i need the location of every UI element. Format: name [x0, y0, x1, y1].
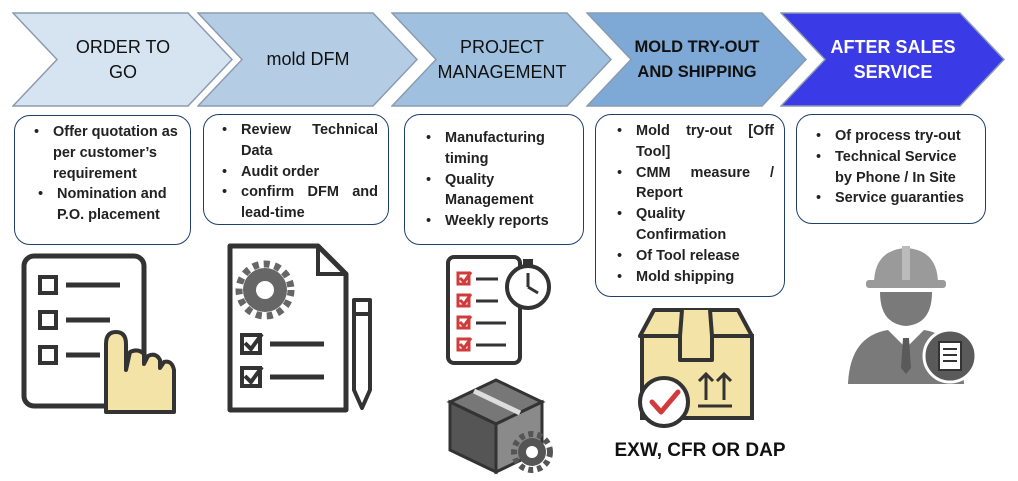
engineer-helmet-icon	[844, 238, 979, 388]
stage-1-chevron: ORDER TO GO	[12, 12, 234, 107]
stage-3-item: Quality Management	[426, 170, 573, 212]
stage-4-title: MOLD TRY-OUT AND SHIPPING	[634, 37, 760, 81]
stage-2-item: Audit order	[222, 162, 378, 183]
chevron-shape	[12, 12, 234, 107]
stage-3-item: Manufacturing timing	[426, 128, 573, 170]
stage-1-list: Offer quotation as per customer’s requir…	[34, 122, 180, 226]
stage-4-item: CMM measure / Report	[617, 163, 774, 205]
stage-1-box: Offer quotation as per customer’s requir…	[14, 115, 191, 245]
stage-5-item: Technical Service by Phone / In Site	[816, 147, 975, 189]
stage-2-box: Review Technical Data Audit order confir…	[203, 114, 389, 225]
stage-4-item: Mold try-out [Off Tool]	[617, 121, 774, 163]
stage-3-item: Weekly reports	[426, 211, 573, 232]
stage-3-list: Manufacturing timing Quality Management …	[426, 128, 573, 232]
checklist-hand-icon	[20, 252, 180, 414]
stage-3-chevron: PROJECT MANAGEMENT	[391, 12, 613, 107]
stage-4-box: Mold try-out [Off Tool] CMM measure / Re…	[595, 114, 785, 297]
stage-1-item: Nomination and P.O. placement	[38, 184, 180, 226]
stage-1-item: Offer quotation as per customer’s requir…	[34, 122, 180, 184]
shipping-box-check-icon	[632, 302, 760, 432]
stage-3-title: PROJECT MANAGEMENT	[437, 36, 567, 82]
stage-2-item: Review Technical Data	[222, 120, 378, 162]
stage-2-title: mold DFM	[266, 49, 350, 69]
stage-5-item: Of process try-out	[816, 126, 975, 147]
stage-5-title: AFTER SALES SERVICE	[830, 36, 956, 82]
box-gear-icon	[444, 372, 556, 476]
stage-5-chevron: AFTER SALES SERVICE	[780, 12, 1006, 107]
stage-2-item: confirm DFM and lead-time	[222, 182, 378, 224]
chevron-shape	[197, 12, 419, 107]
stage-4-list: Mold try-out [Off Tool] CMM measure / Re…	[617, 121, 774, 288]
stage-4-item: Of Tool release	[617, 246, 774, 267]
stage-2-chevron: mold DFM	[197, 12, 419, 107]
stage-3-box: Manufacturing timing Quality Management …	[404, 114, 584, 245]
stage-5-list: Of process try-out Technical Service by …	[816, 126, 975, 209]
shipping-terms-caption: EXW, CFR OR DAP	[614, 440, 786, 461]
stage-5-box: Of process try-out Technical Service by …	[796, 114, 986, 224]
document-gear-pencil-icon	[220, 240, 380, 420]
stage-4-chevron: MOLD TRY-OUT AND SHIPPING	[586, 12, 808, 107]
stage-2-list: Review Technical Data Audit order confir…	[222, 120, 378, 224]
chevron-shape	[586, 12, 808, 107]
chevron-shape	[780, 12, 1006, 107]
stage-4-item: Quality Confirmation	[617, 204, 774, 246]
stage-4-item: Mold shipping	[617, 267, 774, 288]
stage-5-item: Service guaranties	[816, 188, 975, 209]
checklist-stopwatch-icon	[444, 253, 554, 368]
stage-1-title: ORDER TO GO	[75, 36, 171, 82]
chevron-shape	[391, 12, 613, 107]
